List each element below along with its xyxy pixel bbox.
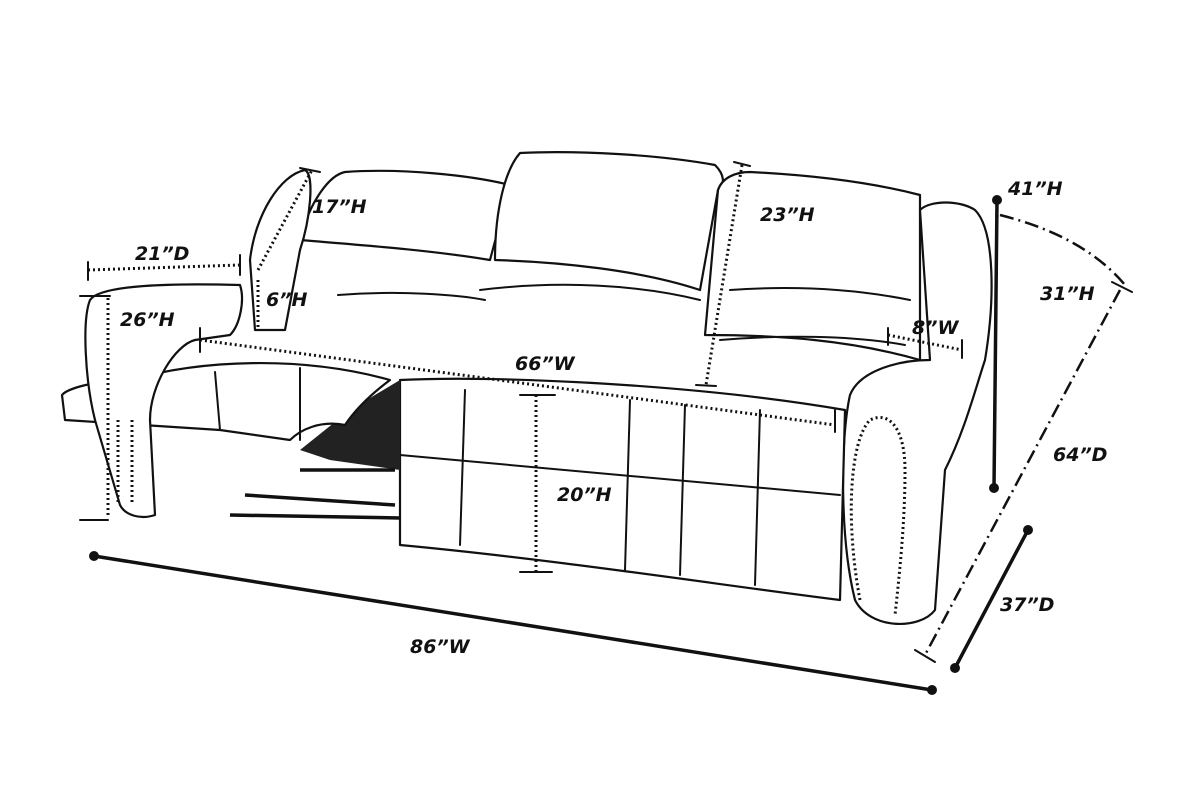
overall-width-label: 86”W (410, 636, 470, 658)
center-back-cushion (493, 151, 724, 292)
back-height-label: 31”H (1040, 283, 1095, 305)
recline-mechanism (300, 380, 400, 470)
left-back-cushion (298, 169, 512, 262)
back-cushion-left-height-label: 17”H (312, 196, 367, 218)
seat-front (398, 377, 847, 602)
seat-width-label: 66”W (515, 353, 575, 375)
arm-width-label: 8”W (912, 317, 959, 339)
overall-height-label: 41”H (1008, 178, 1063, 200)
left-arm-front (84, 283, 244, 519)
reclined-depth-label: 64”D (1053, 444, 1108, 466)
right-arm (841, 201, 993, 626)
arm-depth-label: 21”D (135, 243, 190, 265)
dimension-lines (79, 161, 1133, 695)
seat-height-label: 20”H (557, 484, 612, 506)
overall-depth-label: 37”D (1000, 594, 1055, 616)
arm-to-seat-height-label: 6”H (266, 289, 308, 311)
back-cushion-height-label: 23”H (760, 204, 815, 226)
arm-height-label: 26”H (120, 309, 175, 331)
